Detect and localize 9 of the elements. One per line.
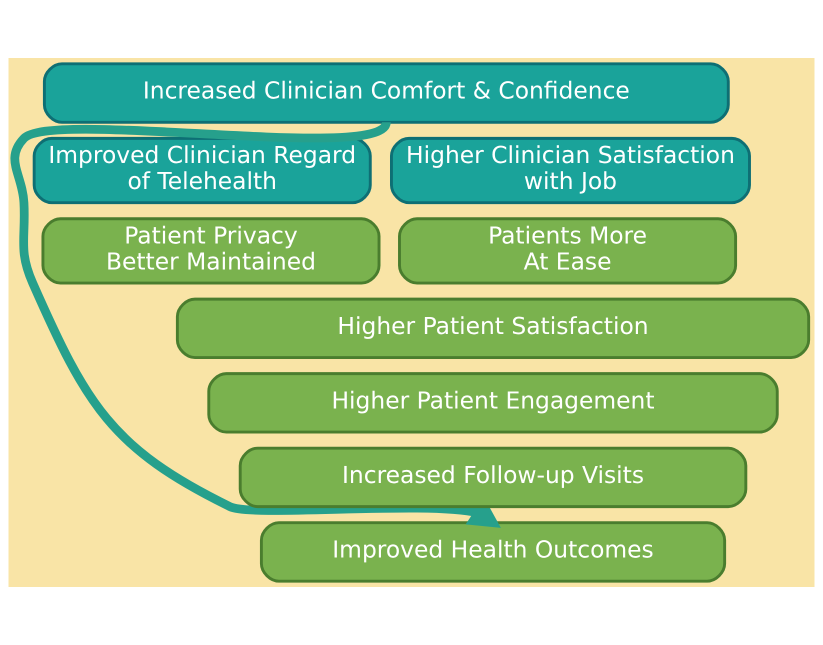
node-box: Patient Privacy Better Maintained — [41, 217, 380, 284]
node-box: Improved Clinician Regard of Telehealth — [32, 136, 372, 204]
node-box: Patients More At Ease — [398, 217, 738, 284]
node-box: Higher Clinician Satisfaction with Job — [390, 136, 751, 204]
node-box: Increased Follow-up Visits — [238, 446, 748, 508]
node-box: Increased Clinician Comfort & Confidence — [42, 62, 730, 124]
node-box: Higher Patient Engagement — [207, 372, 779, 434]
node-box: Improved Health Outcomes — [260, 521, 726, 583]
node-box: Higher Patient Satisfaction — [176, 298, 810, 360]
